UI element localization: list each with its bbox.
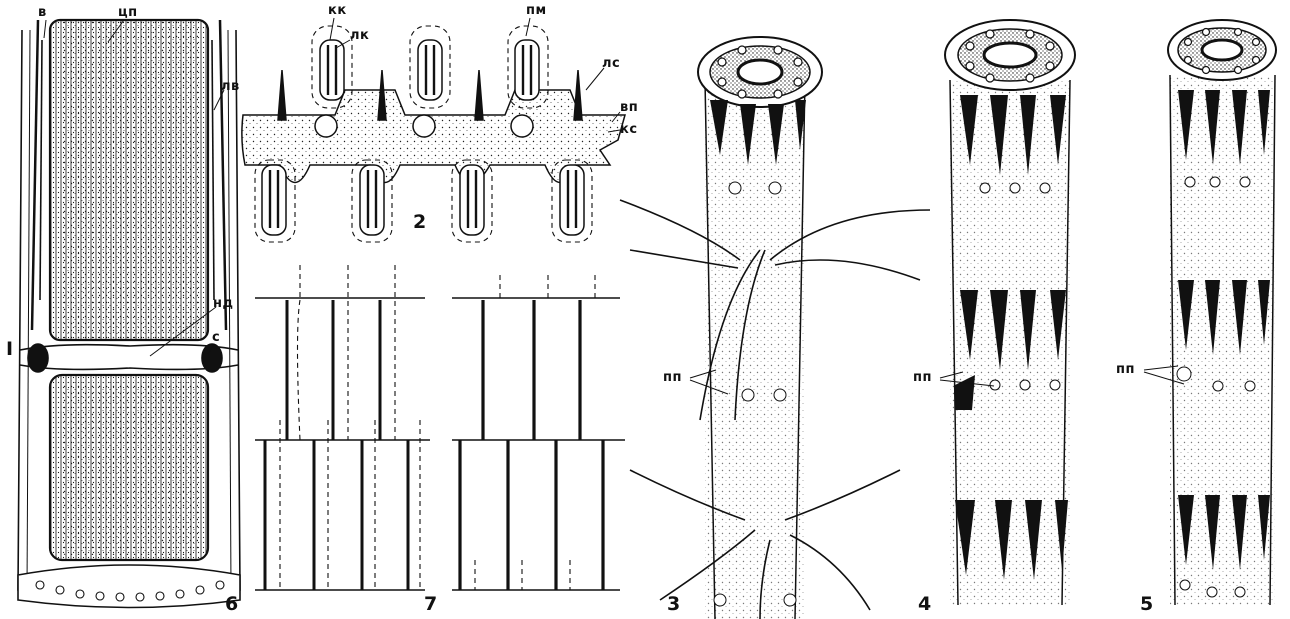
panel-7-diagram [452, 275, 625, 590]
label-kk: кк [328, 4, 347, 17]
label-pm: пм [526, 4, 547, 17]
label-pp-panel-4: пп [913, 371, 932, 384]
label-pp-panel-5: пп [1116, 363, 1135, 376]
panel-number-6: 6 [225, 595, 238, 614]
panel-2-cross-section [242, 26, 625, 242]
panel-number-7: 7 [424, 595, 437, 614]
label-pp-panel-3: пп [663, 371, 682, 384]
panel-5-stem [1168, 20, 1276, 605]
label-vp: вп [620, 101, 638, 114]
panel-number-2: 2 [413, 213, 426, 232]
label-v: в [38, 6, 47, 19]
panel-number-1: I [6, 340, 13, 359]
panel-number-4: 4 [918, 595, 931, 614]
label-tsp: цп [118, 6, 138, 19]
panel-3-stem [620, 37, 930, 619]
panel-number-5: 5 [1140, 595, 1153, 614]
label-lk: лк [350, 29, 369, 42]
panel-4-stem [945, 20, 1075, 605]
label-s: с [212, 331, 220, 344]
panel-6-diagram [255, 265, 430, 590]
panel-number-3: 3 [667, 595, 680, 614]
label-ks: кс [620, 123, 638, 136]
label-ls: лс [602, 57, 620, 70]
label-nd: нд [213, 297, 233, 310]
label-lv: лв [221, 80, 240, 93]
